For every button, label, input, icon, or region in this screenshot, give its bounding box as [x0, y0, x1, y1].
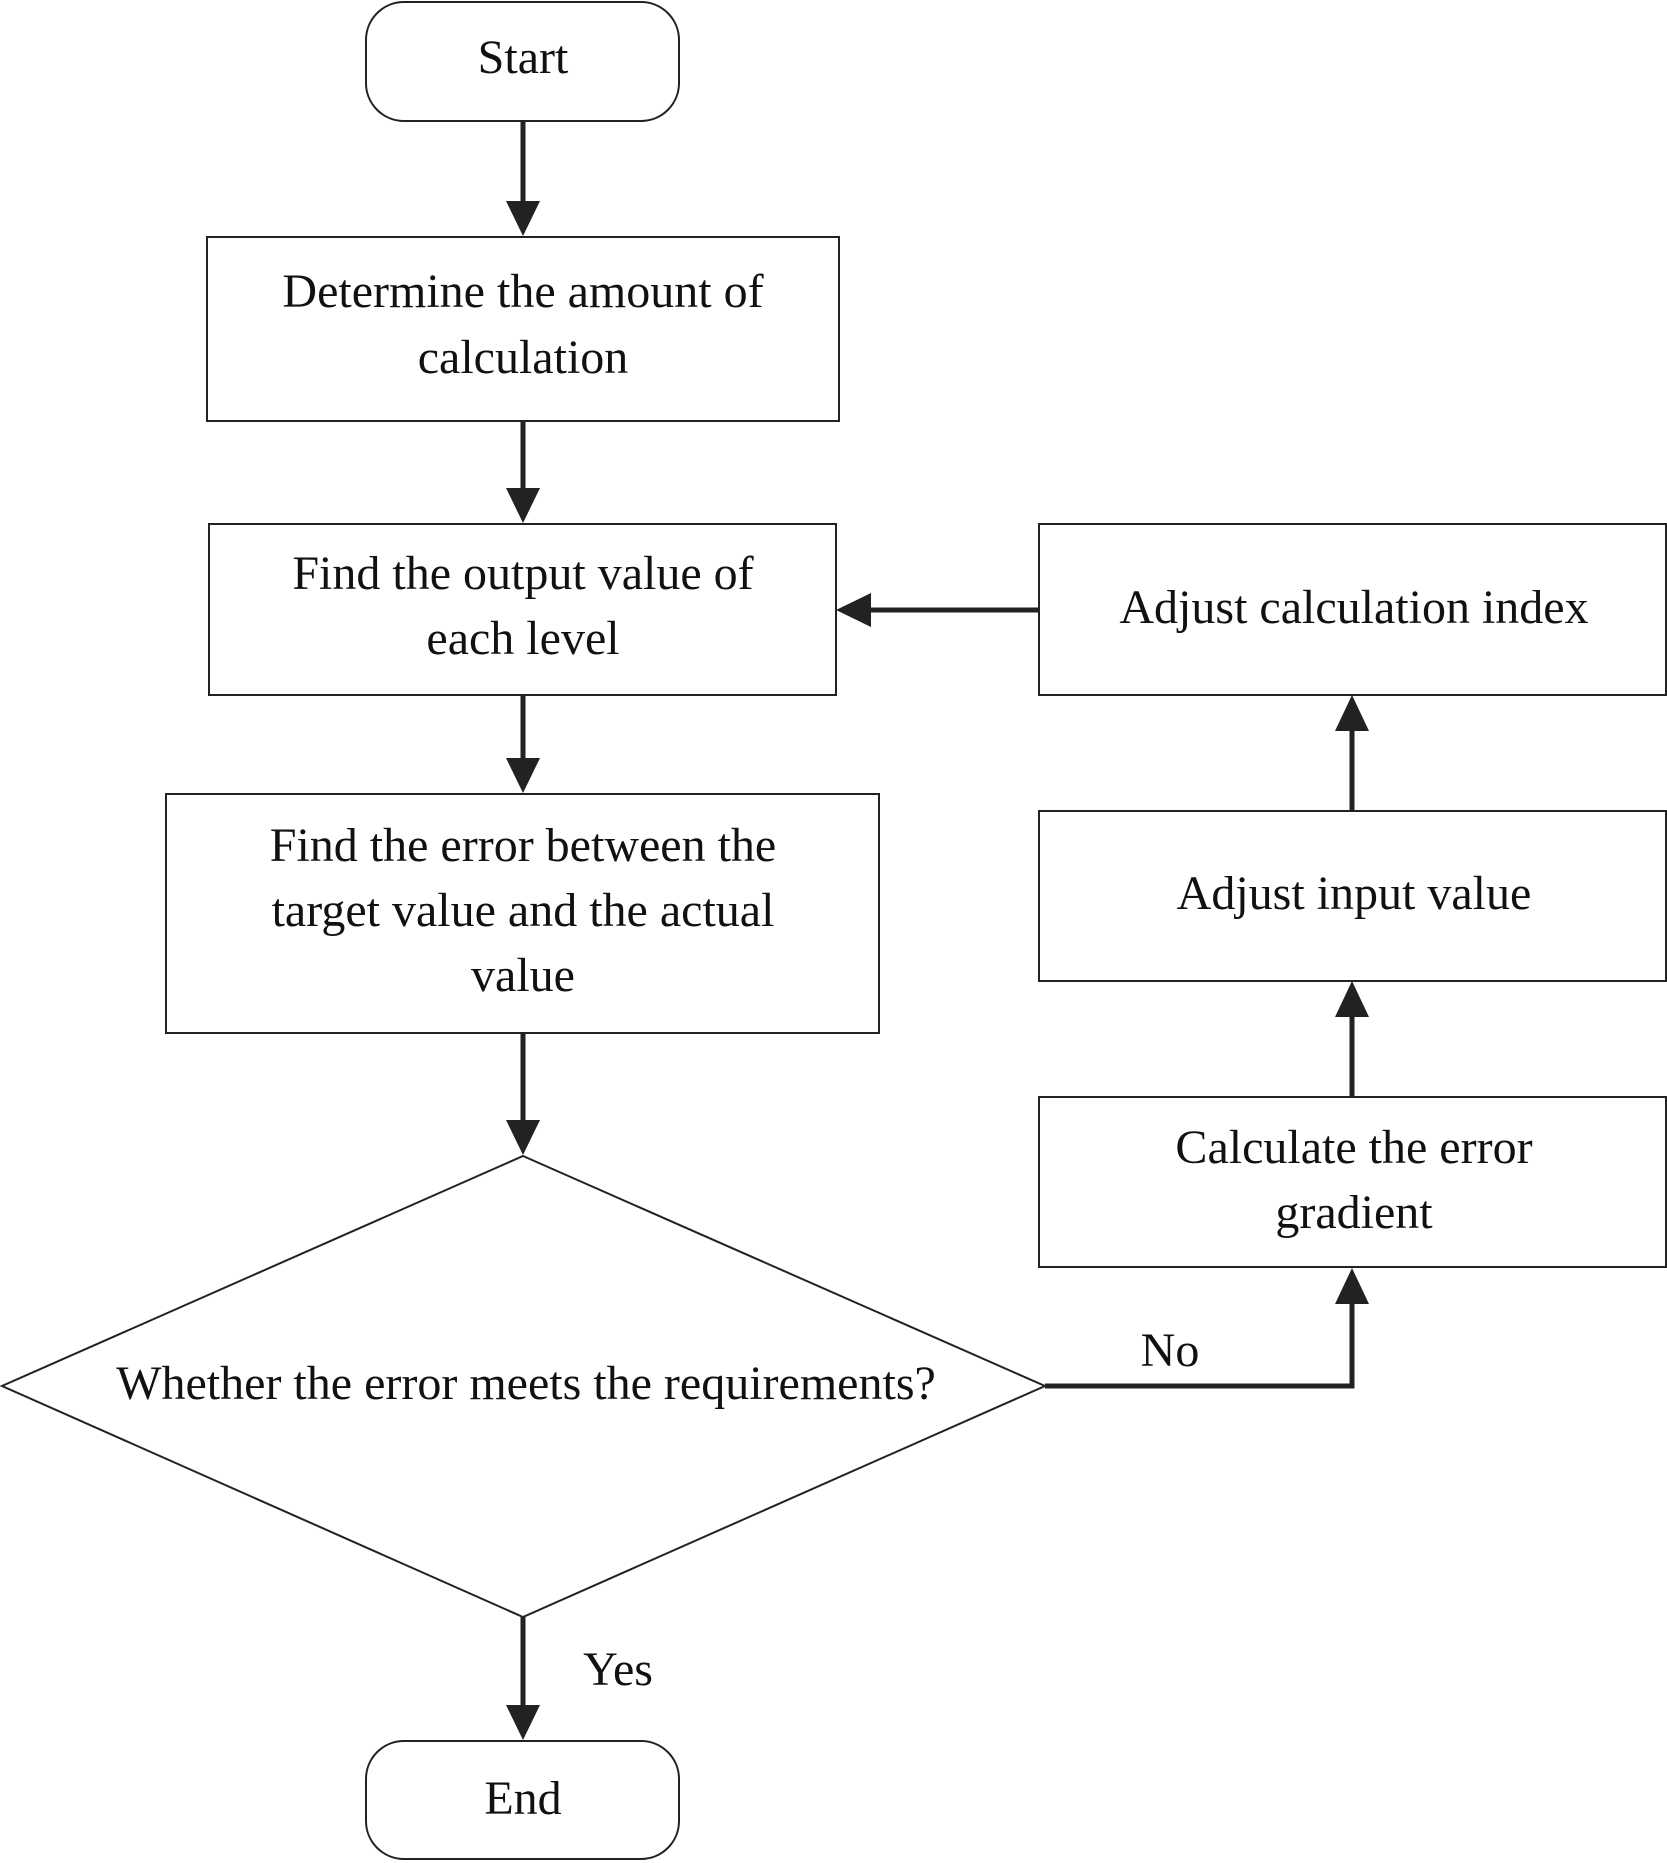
node-find-error: Find the error between the target value …	[165, 793, 880, 1034]
find-output-label-line-1: Find the output value of	[292, 547, 753, 600]
calc-gradient-process-box	[1038, 1096, 1667, 1268]
find-output-process-box	[208, 523, 837, 696]
adjust-input-process-box	[1038, 810, 1667, 982]
node-adjust-input: Adjust input value	[1038, 810, 1667, 982]
node-determine: Determine the amount of calculation	[206, 236, 840, 422]
find-error-process-box	[165, 793, 880, 1034]
decision-diamond	[0, 1154, 1048, 1619]
find-error-label-line-3: value	[471, 949, 575, 1002]
node-end: End	[365, 1740, 680, 1860]
start-label: Start	[478, 31, 569, 84]
adjust-index-label: Adjust calculation index	[1119, 581, 1588, 634]
determine-label-line-1: Determine the amount of	[282, 265, 763, 318]
edges	[506, 121, 1369, 1740]
determine-label-line-2: calculation	[418, 331, 629, 384]
arrowhead-adjust-index	[1335, 695, 1369, 731]
determine-process-box	[206, 236, 840, 422]
arrowhead-find-output-feedback	[836, 593, 871, 627]
end-label: End	[484, 1772, 561, 1825]
arrowhead-determine	[506, 201, 540, 236]
edge-label-yes: Yes	[583, 1643, 653, 1696]
find-error-label-line-2: target value and the actual	[272, 884, 775, 937]
node-adjust-index: Adjust calculation index	[1038, 523, 1667, 696]
calc-gradient-label-line-1: Calculate the error	[1175, 1121, 1532, 1174]
arrowhead-adjust-input	[1335, 981, 1369, 1017]
arrowhead-decision	[506, 1120, 540, 1155]
adjust-index-process-box	[1038, 523, 1667, 696]
find-output-label-line-2: each level	[426, 612, 619, 665]
arrowhead-end	[506, 1705, 540, 1740]
edge-label-no: No	[1141, 1324, 1200, 1377]
edge-decision-to-gradient	[1045, 1300, 1355, 1389]
node-find-output: Find the output value of each level	[208, 523, 837, 696]
arrowhead-find-output	[506, 488, 540, 523]
arrowhead-find-error	[506, 758, 540, 793]
arrowhead-gradient	[1335, 1268, 1369, 1304]
adjust-input-label: Adjust input value	[1177, 867, 1532, 920]
decision-label: Whether the error meets the requirements…	[116, 1357, 936, 1410]
end-terminal-shape	[365, 1740, 680, 1860]
edge-labels: No Yes	[583, 1324, 1199, 1696]
node-decision: Whether the error meets the requirements…	[0, 1154, 1048, 1619]
start-terminal-shape	[365, 1, 680, 122]
node-calc-gradient: Calculate the error gradient	[1038, 1096, 1667, 1268]
calc-gradient-label-line-2: gradient	[1275, 1186, 1433, 1239]
node-start: Start	[365, 1, 680, 122]
find-error-label-line-1: Find the error between the	[270, 819, 776, 872]
